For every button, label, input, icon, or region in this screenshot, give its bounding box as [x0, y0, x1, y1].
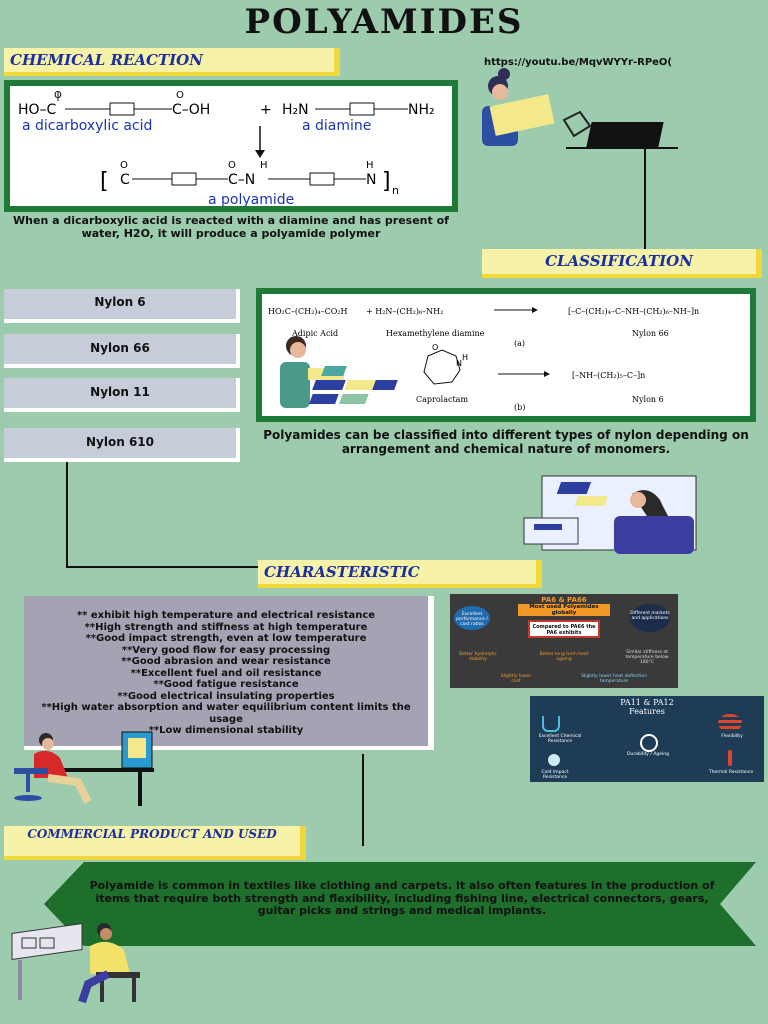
- flask-icon: [542, 716, 560, 732]
- pa6-feature: Slightly lower heat deflection temperatu…: [581, 674, 647, 684]
- person-drafting-illustration: [11, 923, 140, 1004]
- section-banner-classification: CLASSIFICATION: [482, 249, 762, 278]
- svg-text:N: N: [366, 172, 376, 188]
- nylon-item: Nylon 610: [4, 428, 240, 462]
- characteristic-item: **Good abrasion and wear resistance: [121, 656, 331, 667]
- svg-text:H: H: [260, 160, 268, 171]
- pa6-left-circle: Excellent performance / cost ratios: [454, 606, 490, 630]
- connector-line: [644, 148, 646, 250]
- pa6-title: PA6 & PA66: [541, 596, 587, 604]
- pa11-feature: Durability / Ageing: [627, 752, 669, 757]
- section-banner-commercial: COMMERCIAL PRODUCT AND USED: [4, 826, 306, 860]
- pa6-feature: Better long term heat ageing: [539, 652, 589, 662]
- characteristic-item: **Good impact strength, even at low temp…: [85, 633, 367, 644]
- nylon66-label: Nylon 66: [632, 329, 669, 338]
- pa11-subtitle: Features: [629, 707, 665, 716]
- pa11-feature: Cold Impact Resistance: [541, 770, 569, 780]
- svg-text:O: O: [432, 343, 438, 352]
- section-banner-characteristic: CHARASTERISTIC: [258, 560, 542, 588]
- nylon66-formula: [–C–(CH₂)₄–C–NH–(CH₂)₆–NH–]n: [568, 307, 699, 316]
- hexamethylene-formula: + H₂N–(CH₂)₆–NH₂: [366, 307, 443, 316]
- connector-line: [66, 462, 68, 568]
- caprolactam-label: Caprolactam: [416, 395, 468, 404]
- svg-text:n: n: [392, 184, 399, 197]
- pa6-feature: Similar stiffness at temperature below 1…: [625, 650, 669, 665]
- label-a: (a): [514, 339, 525, 348]
- reaction-diagram: HO–C O C–OH O + H₂N NH₂ a dicarboxylic a…: [18, 90, 435, 206]
- svg-text:O: O: [176, 90, 184, 101]
- nylon-item: Nylon 6: [4, 289, 240, 323]
- pa11-pa12-card: PA11 & PA12 Features Excellent Chemical …: [530, 696, 764, 782]
- characteristic-item: **Low dimensional stability: [148, 725, 304, 736]
- pa6-subtitle: Most used Polyamides globally: [518, 604, 610, 616]
- nylon-item: Nylon 11: [4, 378, 240, 412]
- nylon-synthesis-diagram: HO₂C–(CH₂)₄–CO₂H + H₂N–(CH₂)₆–NH₂ [–C–(C…: [268, 307, 699, 412]
- characteristics-list: ** exhibit high temperature and electric…: [24, 610, 428, 737]
- characteristic-item: **Very good flow for easy processing: [121, 644, 331, 656]
- page-title: POLYAMIDES: [244, 2, 524, 42]
- adipic-acid-label: Adipic Acid: [291, 329, 338, 338]
- svg-text:H₂N: H₂N: [282, 102, 309, 118]
- characteristic-item: **Excellent fuel and oil resistance: [130, 667, 322, 679]
- hexamethylene-label: Hexamethylene diamine: [386, 329, 485, 338]
- pa6-feature: Slightly lower cost: [500, 674, 532, 684]
- svg-text:NH₂: NH₂: [408, 102, 435, 118]
- reaction-panel: HO–C O C–OH O + H₂N NH₂ a dicarboxylic a…: [4, 80, 458, 212]
- pa11-feature: Flexibility: [721, 734, 743, 739]
- reaction-description: When a dicarboxylic acid is reacted with…: [13, 214, 449, 240]
- clock-icon: [640, 734, 658, 752]
- svg-text:C: C: [120, 172, 130, 188]
- svg-text:O: O: [228, 160, 236, 171]
- person-at-desk-illustration: [14, 731, 154, 806]
- pa11-title: PA11 & PA12: [620, 698, 674, 707]
- woman-with-tiles-illustration: [280, 336, 398, 408]
- video-link[interactable]: https://youtu.be/MqvWYYr-RPeO(: [484, 57, 672, 68]
- pa6-pa66-card: PA6 & PA66 Most used Polyamides globally…: [450, 594, 678, 688]
- scientist-laptop-illustration: [482, 68, 678, 149]
- section-banner-chemical-reaction: CHEMICAL REACTION: [4, 48, 340, 76]
- snowflake-icon: [548, 754, 560, 766]
- characteristic-item: **High water absorption and water equili…: [41, 702, 411, 725]
- svg-text:C–N: C–N: [228, 172, 255, 188]
- characteristic-item: **High strength and stiffness at high te…: [84, 621, 368, 633]
- connector-line: [66, 566, 260, 568]
- adipic-formula: HO₂C–(CH₂)₄–CO₂H: [268, 307, 348, 316]
- characteristic-item: ** exhibit high temperature and electric…: [76, 610, 376, 621]
- connector-line: [362, 754, 364, 846]
- commercial-description: Polyamide is common in textiles like clo…: [89, 879, 715, 917]
- plus-sign: +: [260, 102, 272, 118]
- svg-text:O: O: [120, 160, 128, 171]
- svg-text:N: N: [456, 359, 462, 368]
- label-b: (b): [514, 403, 525, 412]
- classification-description: Polyamides can be classified into differ…: [263, 428, 749, 456]
- characteristic-item: **Good electrical insulating properties: [117, 690, 335, 702]
- classification-panel: HO₂C–(CH₂)₄–CO₂H + H₂N–(CH₂)₆–NH₂ [–C–(C…: [256, 288, 756, 422]
- svg-text:H: H: [462, 353, 468, 362]
- characteristics-box: ** exhibit high temperature and electric…: [24, 596, 434, 750]
- pa6-feature: Better hydrolytic stability: [459, 652, 497, 662]
- svg-text:O: O: [54, 90, 62, 101]
- svg-text:]: ]: [382, 169, 391, 194]
- characteristic-item: **Good fatigue resistance: [153, 679, 299, 690]
- pa6-center: Compared to PA66 the PA6 exhibits: [528, 620, 600, 638]
- svg-text:H: H: [366, 160, 374, 171]
- svg-text:C–OH: C–OH: [172, 102, 210, 118]
- acid-label: a dicarboxylic acid: [22, 118, 152, 134]
- polyamide-label: a polyamide: [208, 192, 294, 206]
- thermometer-icon: [728, 750, 732, 766]
- nylon6-label: Nylon 6: [632, 395, 664, 404]
- acid-formula: HO–C: [18, 102, 57, 118]
- svg-text:[: [: [100, 169, 109, 194]
- nylon6-formula: [–NH–(CH₂)₅–C–]n: [572, 371, 645, 380]
- diamine-label: a diamine: [302, 118, 371, 134]
- pa11-feature: Thermal Resistance: [708, 770, 754, 775]
- flexibility-icon: [718, 714, 742, 732]
- nylon-item: Nylon 66: [4, 334, 240, 368]
- commercial-arrow-banner: [44, 862, 756, 946]
- pa11-feature: Excellent Chemical Resistance: [538, 734, 582, 744]
- pa6-right-circle: Different markets and applications: [630, 604, 670, 632]
- woman-at-screen-illustration: [523, 475, 697, 554]
